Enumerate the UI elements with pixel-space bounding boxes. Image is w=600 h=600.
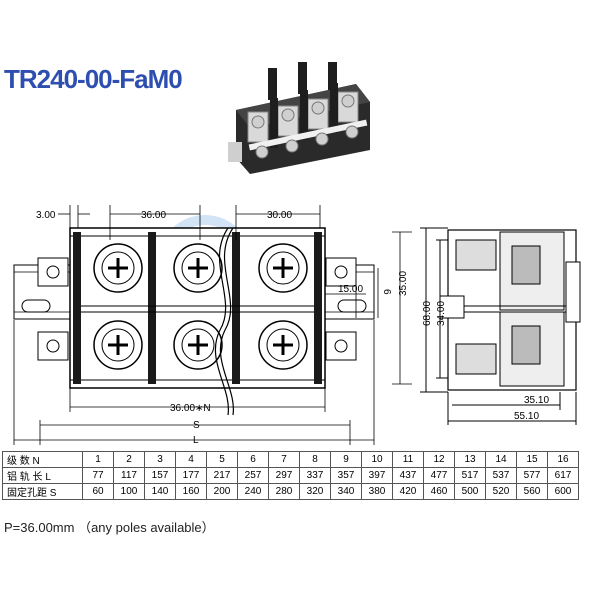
table-cell: 477	[423, 467, 455, 484]
table-cell: 100	[113, 483, 145, 500]
dim-68-00: 68.00	[422, 301, 433, 326]
pitch-note: P=36.00mm （any poles available）	[4, 520, 215, 535]
table-cell: 9	[330, 451, 362, 468]
technical-drawing: 3.00 36.00 30.00 15.00 6 35.00 36.00∗N	[13, 205, 581, 446]
table-cell: 140	[144, 483, 176, 500]
table-cell: 537	[485, 467, 517, 484]
table-cell: 157	[144, 467, 176, 484]
table-cell: 1	[82, 451, 114, 468]
dim-36-00-n: 36.00∗N	[170, 403, 211, 414]
table-cell: 14	[485, 451, 517, 468]
dim-15-00: 15.00	[338, 284, 363, 295]
table-cell: 77	[82, 467, 114, 484]
screw-icon	[173, 243, 223, 293]
table-cell: 437	[392, 467, 424, 484]
screw-icon	[173, 320, 223, 370]
table-cell: 177	[175, 467, 207, 484]
table-cell: 357	[330, 467, 362, 484]
table-cell: 217	[206, 467, 238, 484]
table-cell: 337	[299, 467, 331, 484]
product-photo	[228, 62, 370, 174]
table-cell: 5	[206, 451, 238, 468]
table-cell: 160	[175, 483, 207, 500]
table-cell: 460	[423, 483, 455, 500]
table-cell: 577	[516, 467, 548, 484]
table-cell: 320	[299, 483, 331, 500]
row-label: 级 数 N	[2, 451, 83, 468]
table-cell: 13	[454, 451, 486, 468]
row-label: 铝 轨 长 L	[2, 467, 83, 484]
table-cell: 11	[392, 451, 424, 468]
dim-3-00: 3.00	[36, 210, 56, 221]
table-cell: 10	[361, 451, 393, 468]
row-label: 固定孔距 S	[2, 483, 83, 500]
table-cell: 200	[206, 483, 238, 500]
dim-s: S	[193, 420, 200, 431]
table-cell: 280	[268, 483, 300, 500]
product-title: TR240-00-FaM0	[4, 64, 183, 94]
table-cell: 60	[82, 483, 114, 500]
table-cell: 16	[547, 451, 579, 468]
dim-36-00: 36.00	[141, 210, 166, 221]
dim-35-10: 35.10	[524, 395, 549, 406]
table-cell: 117	[113, 467, 145, 484]
table-cell: 6	[237, 451, 269, 468]
dim-55-10: 55.10	[514, 411, 539, 422]
table-cell: 340	[330, 483, 362, 500]
dim-35-00: 35.00	[398, 271, 409, 296]
table-cell: 12	[423, 451, 455, 468]
table-cell: 2	[113, 451, 145, 468]
dim-30-00: 30.00	[267, 210, 292, 221]
table-cell: 617	[547, 467, 579, 484]
table-cell: 4	[175, 451, 207, 468]
table-cell: 257	[237, 467, 269, 484]
side-view	[420, 227, 581, 425]
screw-icon	[258, 243, 308, 293]
table-cell: 8	[299, 451, 331, 468]
screw-icon	[258, 320, 308, 370]
table-cell: 517	[454, 467, 486, 484]
table-cell: 380	[361, 483, 393, 500]
screw-icon	[93, 243, 143, 293]
table-cell: 15	[516, 451, 548, 468]
table-cell: 7	[268, 451, 300, 468]
dim-34-00: 34.00	[436, 301, 447, 326]
table-cell: 600	[547, 483, 579, 500]
table-cell: 397	[361, 467, 393, 484]
table-cell: 560	[516, 483, 548, 500]
table-cell: 297	[268, 467, 300, 484]
table-cell: 240	[237, 483, 269, 500]
table-cell: 3	[144, 451, 176, 468]
dim-l: L	[193, 435, 199, 446]
table-cell: 520	[485, 483, 517, 500]
table-cell: 420	[392, 483, 424, 500]
dim-6: 6	[381, 289, 392, 295]
table-cell: 500	[454, 483, 486, 500]
screw-icon	[93, 320, 143, 370]
